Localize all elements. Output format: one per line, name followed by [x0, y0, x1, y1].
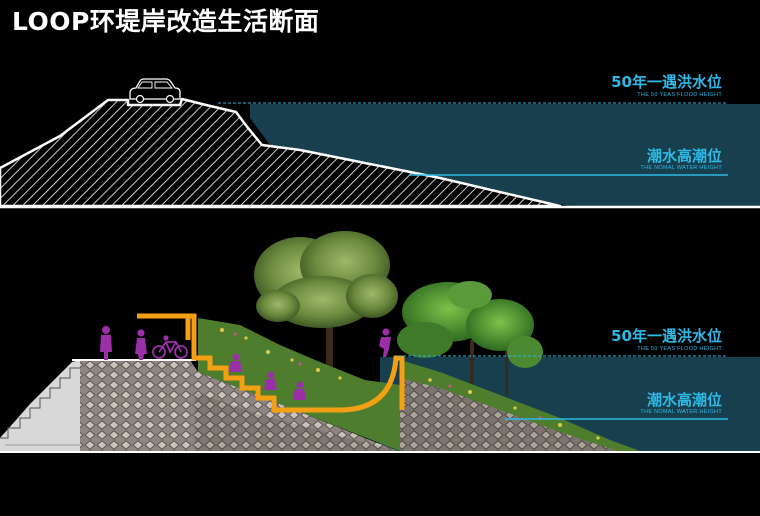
top-tide-label-en: THE NOMAL WATER HEIGHT: [640, 165, 722, 171]
bottom-flood-label-en: THE 50 YEAS FLOOD HEIGHT: [637, 346, 722, 352]
person-icon: [100, 326, 391, 400]
bottom-section: [0, 231, 760, 453]
flower-speckles: [220, 328, 600, 440]
top-embankment: [0, 97, 562, 208]
seawall-steps: [0, 360, 80, 452]
bottom-tide-label-en: THE NOMAL WATER HEIGHT: [640, 409, 722, 415]
top-flood-label: 50年一遇洪水位: [611, 73, 722, 91]
top-section: [0, 78, 760, 209]
orange-structure: [137, 313, 405, 413]
stone-revetment-right: [400, 378, 620, 452]
shrub-group: [397, 281, 543, 395]
top-tide-label: 潮水高潮位: [646, 147, 722, 165]
page-title: LOOP环堤岸改造生活断面: [12, 7, 320, 36]
car-icon: [129, 78, 181, 104]
top-water: [250, 104, 760, 206]
top-flood-label-en: THE 50 YEAS FLOOD HEIGHT: [637, 92, 722, 98]
bicycle-icon: [152, 335, 188, 359]
bottom-tide-label: 潮水高潮位: [646, 391, 722, 409]
stone-pier: [195, 392, 400, 452]
tree-icon: [254, 231, 398, 370]
bottom-flood-label: 50年一遇洪水位: [611, 327, 722, 345]
